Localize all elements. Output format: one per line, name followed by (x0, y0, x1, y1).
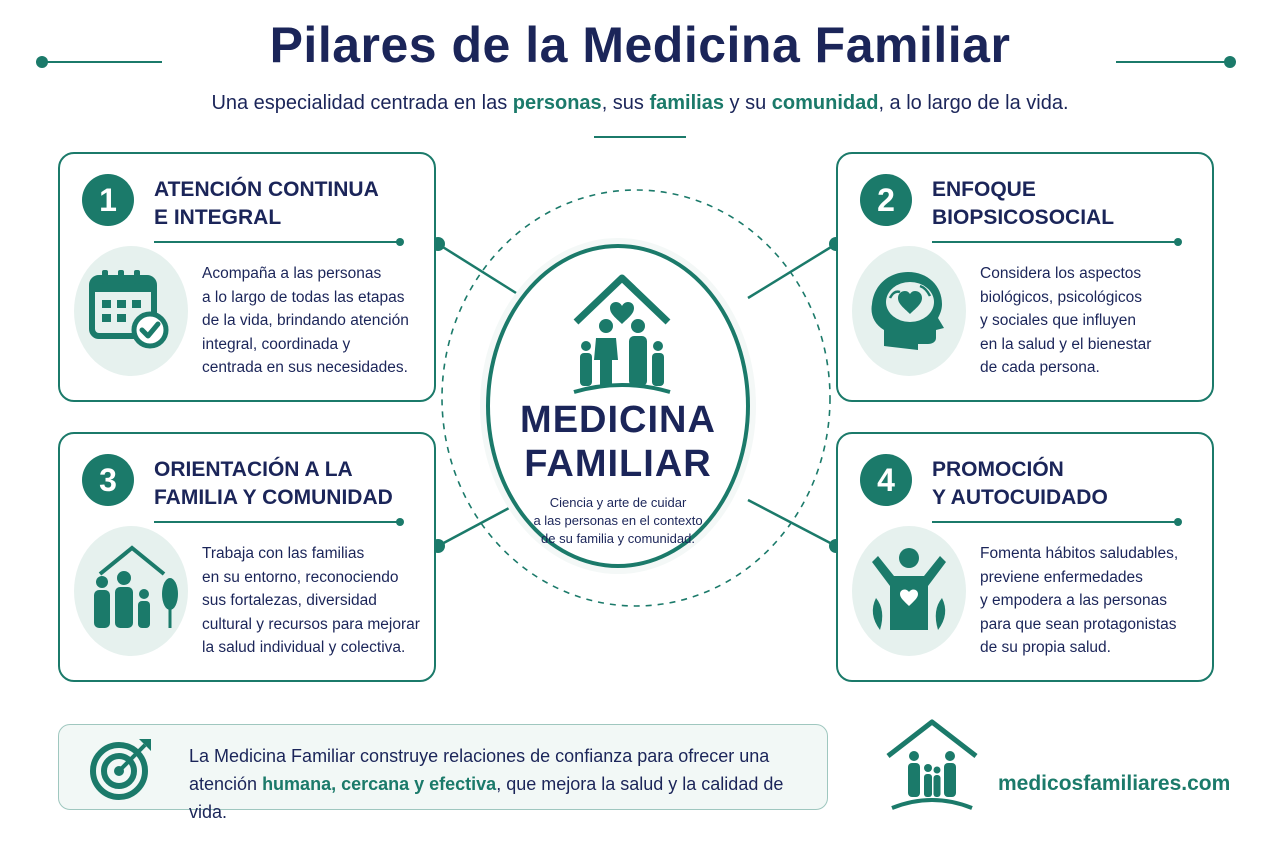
pillar-rule-dot (396, 238, 404, 246)
calendar-check-icon (74, 246, 188, 376)
title-left-rule (42, 61, 162, 63)
pillar-number: 2 (860, 174, 912, 226)
pillar-rule (154, 241, 398, 243)
pillar-number: 3 (82, 454, 134, 506)
pillar-description: Fomenta hábitos saludables,previene enfe… (980, 545, 1179, 656)
target-arrow-icon (90, 739, 151, 800)
brand-name: medicosfamiliares.com (998, 772, 1231, 795)
pillar-rule (932, 521, 1176, 523)
family-house-icon (573, 274, 671, 394)
pillar-rule (932, 241, 1176, 243)
subtitle: Una especialidad centrada en las persona… (211, 92, 1069, 114)
subtitle-rule (594, 136, 686, 138)
center-circle (486, 244, 750, 568)
pillar-number: 1 (82, 174, 134, 226)
footer-message-box: La Medicina Familiar construye relacione… (58, 724, 828, 822)
pillar-number: 4 (860, 454, 912, 506)
title-right-rule (1116, 61, 1232, 63)
pillar-rule-dot (1174, 238, 1182, 246)
title-right-dot (1224, 56, 1236, 68)
footer-message: La Medicina Familiar construye relacione… (189, 746, 784, 822)
head-brain-heart-icon (852, 246, 966, 376)
person-heart-leaves-icon (852, 526, 966, 656)
page-title: Pilares de la Medicina Familiar (269, 17, 1011, 73)
family-home-icon (74, 526, 188, 656)
pillar-rule (154, 521, 398, 523)
pillar-rule-dot (396, 518, 404, 526)
pillar-rule-dot (1174, 518, 1182, 526)
family-house-logo-icon (886, 719, 978, 810)
title-left-dot (36, 56, 48, 68)
